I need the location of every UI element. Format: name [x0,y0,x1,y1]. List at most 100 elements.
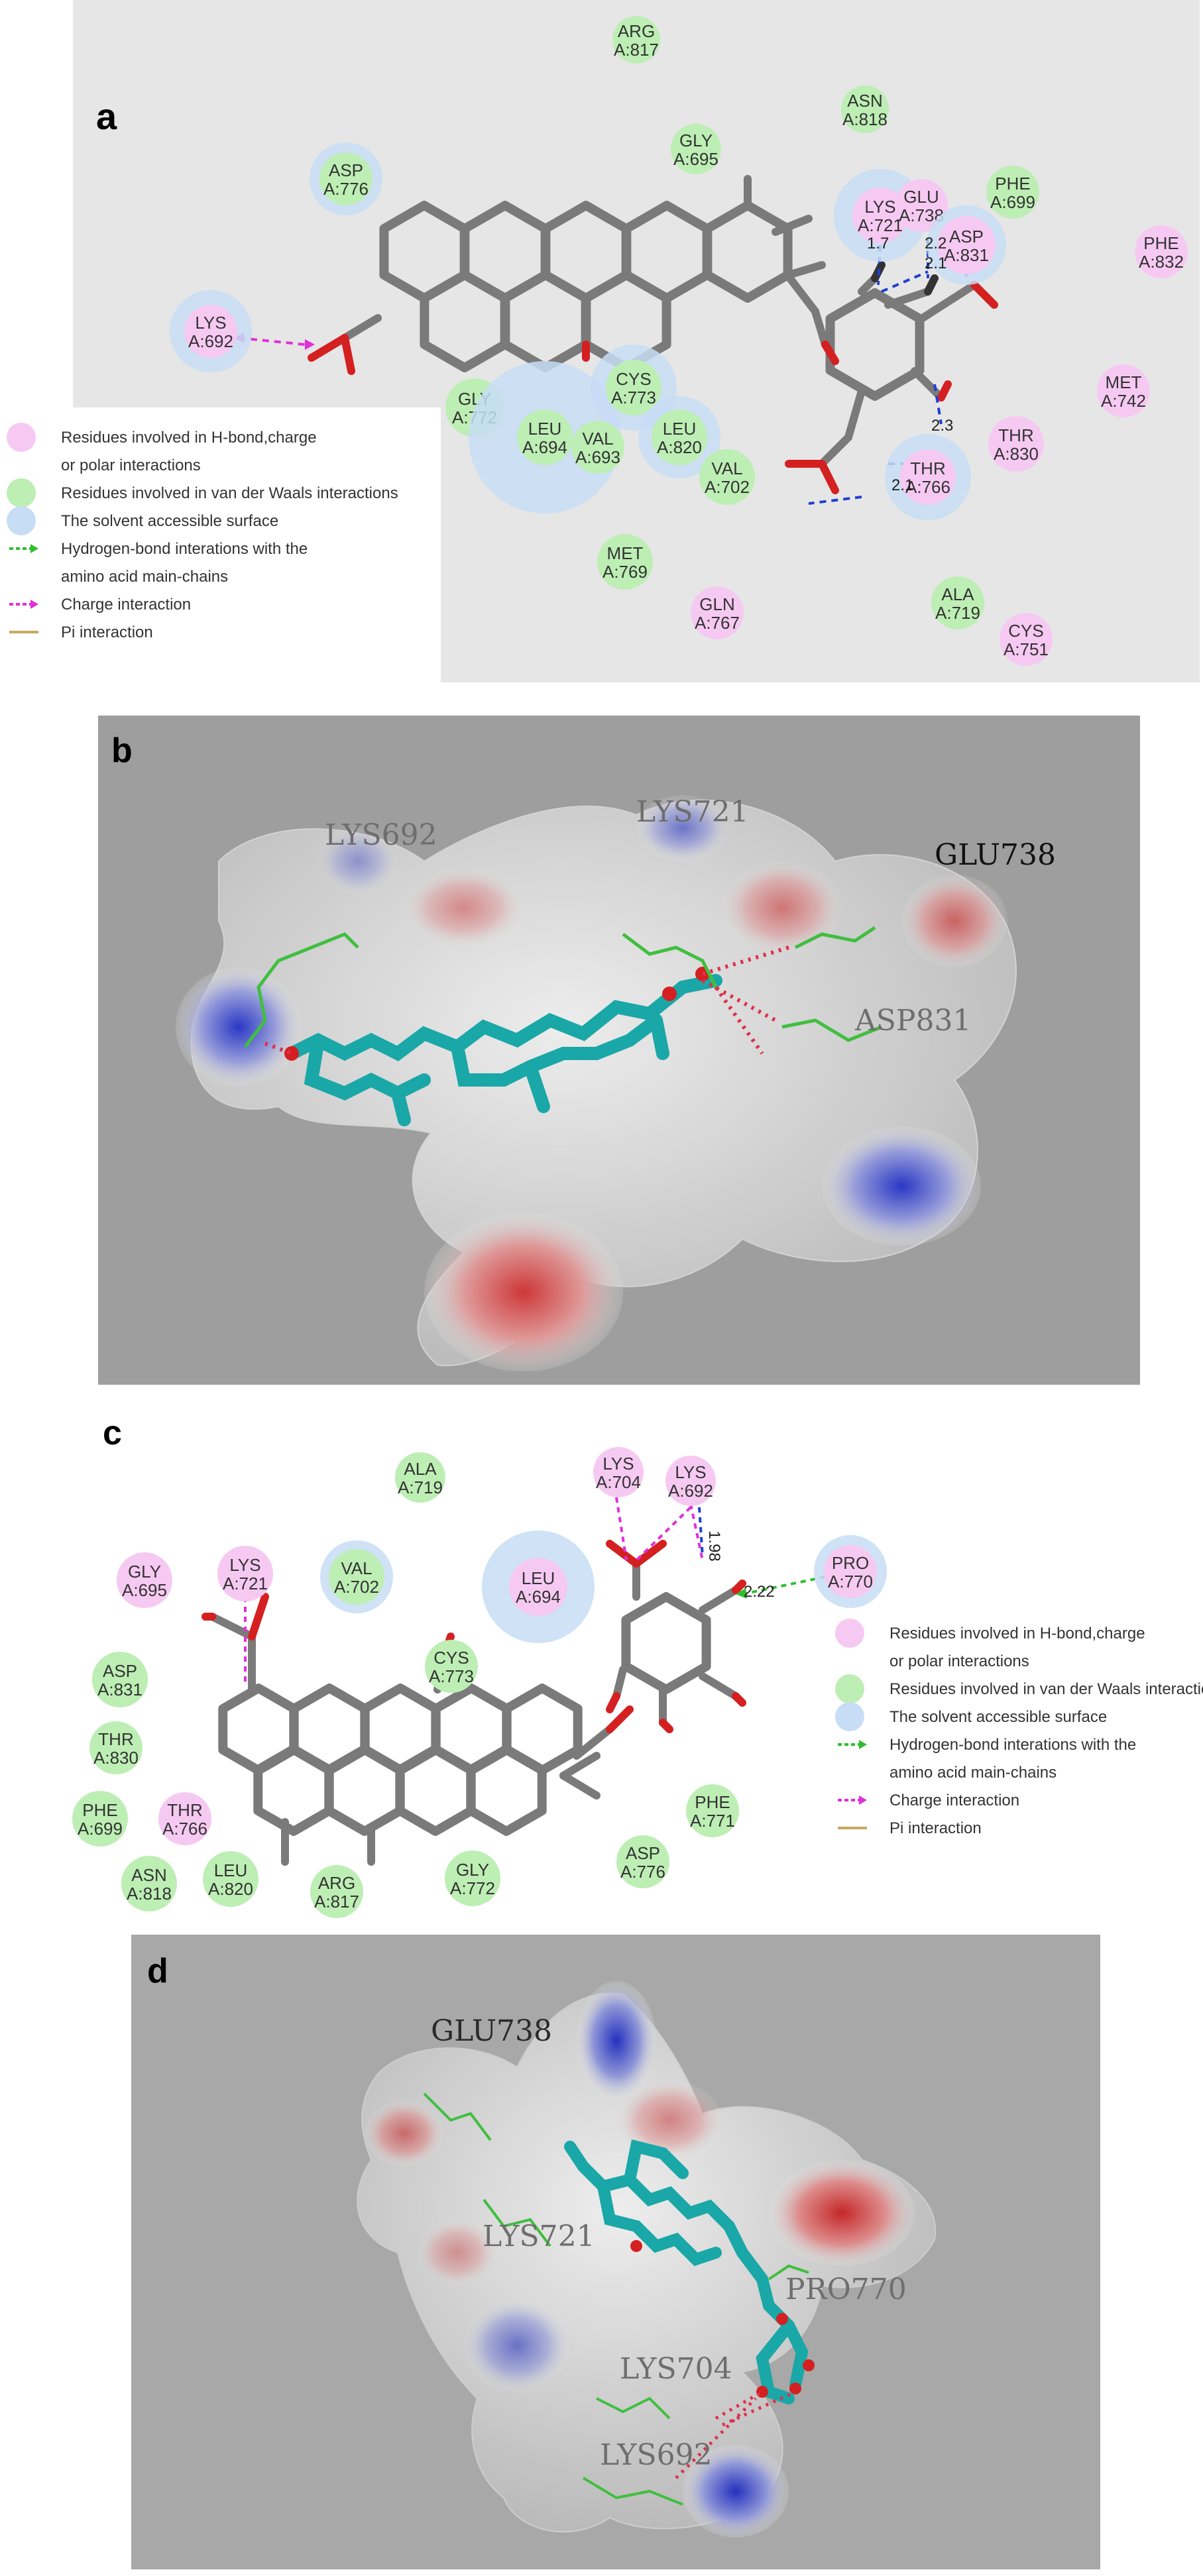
residue-name: LEU [528,419,562,439]
legend-text: Residues involved in H-bond,charge [889,1625,1145,1642]
a-legend-row-1: or polar interactions [61,456,201,474]
residue-disc [158,1792,211,1845]
charge-arrow-head-a [305,339,315,350]
residue-disc [509,1558,567,1616]
c-legend-row-5: amino acid main-chains [889,1764,1057,1782]
residue-name: GLN [699,594,734,614]
residue-number: A:719 [398,1477,443,1497]
residue-name: VAL [341,1558,372,1578]
residue-disc [1135,225,1188,278]
residue-disc [665,1456,716,1506]
c-legend-row-2: Residues involved in van der Waals inter… [835,1674,1203,1703]
ligand-a-bond-0 [341,314,382,342]
hbond-line-a-3 [881,270,929,293]
panel-d-surface-view: d [131,1935,1100,2569]
residue-name: CYS [1008,621,1043,641]
surface-label-pro770-d: PRO770 [785,2273,907,2306]
ligand-a-bond-3 [783,271,819,315]
residue-number: A:830 [994,444,1039,464]
residue-number: A:692 [668,1481,713,1501]
residue-disc [937,216,996,274]
residue-disc [652,409,707,465]
residue-name: ASP [949,227,984,246]
a-legend-row-6: Charge interaction [9,596,191,614]
residue-disc [517,409,573,465]
residue-disc [686,1784,739,1837]
legend-text: Pi interaction [61,623,153,641]
residue-name: THR [167,1800,202,1820]
surface-swatch [7,506,36,535]
residue-disc [900,449,956,505]
distance-label-a-2: 2.1 [925,254,946,272]
ligand-c-bond-16 [659,1719,673,1733]
ligand-c-bond-5 [606,1705,634,1733]
residue-name: VAL [582,429,613,449]
ligand-c-ring-5 [253,1744,334,1836]
a-legend-row-4: Hydrogen-bond interations with the [9,540,308,558]
ligand-a-bond-9 [818,433,852,468]
a-legend-row-3: The solvent accessible surface [7,506,278,535]
residue-number: A:702 [334,1577,379,1597]
a-legend-row-7: Pi interaction [9,623,153,641]
a-legend-row-2: Residues involved in van der Waals inter… [7,478,398,508]
ligand-a-bond-13 [937,380,952,402]
residue-number: A:694 [522,437,567,457]
surface-swatch [835,1702,864,1731]
distance-label-a-0: 1.7 [867,235,889,252]
legend-text: or polar interactions [61,456,201,474]
residue-name: LYS [195,313,226,333]
residue-number: A:767 [695,613,740,633]
residue-number: A:818 [127,1884,172,1904]
arrow-head [30,600,38,609]
hbond-arrow-head-c [736,1588,747,1599]
panel-b: b [0,709,1203,1398]
distance-label-c-1: 2.22 [744,1583,775,1601]
ligand-c-bond-18 [606,1692,620,1713]
ligand-a-bond-5 [821,341,839,365]
legend-text: Residues involved in van der Waals inter… [61,484,398,502]
ligand-a-bond-11 [818,460,839,494]
vdw-swatch [835,1674,864,1703]
hbond-dots-d [675,2390,797,2479]
residue-number: A:693 [575,447,620,467]
residue-name: PHE [995,174,1030,193]
distance-label-a-1: 2.2 [925,235,946,252]
a-legend-row-5: amino acid main-chains [61,568,228,586]
ligand-a-bond-2 [341,334,355,375]
residue-number: A:773 [611,388,656,407]
surface-label-asp831-b: ASP831 [854,1004,972,1038]
surface-label-lys692-b: LYS692 [325,818,437,852]
residue-disc [606,360,661,415]
residue-name: LYS [229,1555,260,1575]
residue-disc [92,1652,148,1707]
residue-number: A:699 [990,192,1035,212]
residue-number: A:694 [516,1587,561,1607]
distance-label-a-3: 2.3 [931,417,953,435]
ligand-b-sticks [285,974,722,1126]
residue-disc [988,416,1044,472]
legend-text: amino acid main-chains [889,1764,1057,1782]
panel-d-label: d [147,1952,168,1990]
residue-name: PHE [695,1792,730,1812]
residue-disc [329,1549,384,1605]
hbond-swatch [7,423,36,452]
legend-text: amino acid main-chains [61,568,228,586]
residue-disc [691,586,744,639]
surface-label-glu738-d: GLU738 [431,2014,552,2048]
residue-number: A:771 [690,1811,735,1831]
c-legend-row-1: or polar interactions [889,1652,1029,1670]
legend-c: Residues involved in H-bond,charge or pol… [835,1619,1203,1837]
residue-disc [217,1546,273,1601]
residue-number: A:702 [705,477,750,497]
legend-text: Hydrogen-bond interations with the [61,540,308,558]
ligand-a-bond-19 [772,215,813,236]
legend-text: Hydrogen-bond interations with the [889,1736,1136,1754]
residue-disc [117,1552,172,1608]
residue-number: A:776 [323,179,369,199]
ligand-c-bond-13 [699,1672,740,1700]
